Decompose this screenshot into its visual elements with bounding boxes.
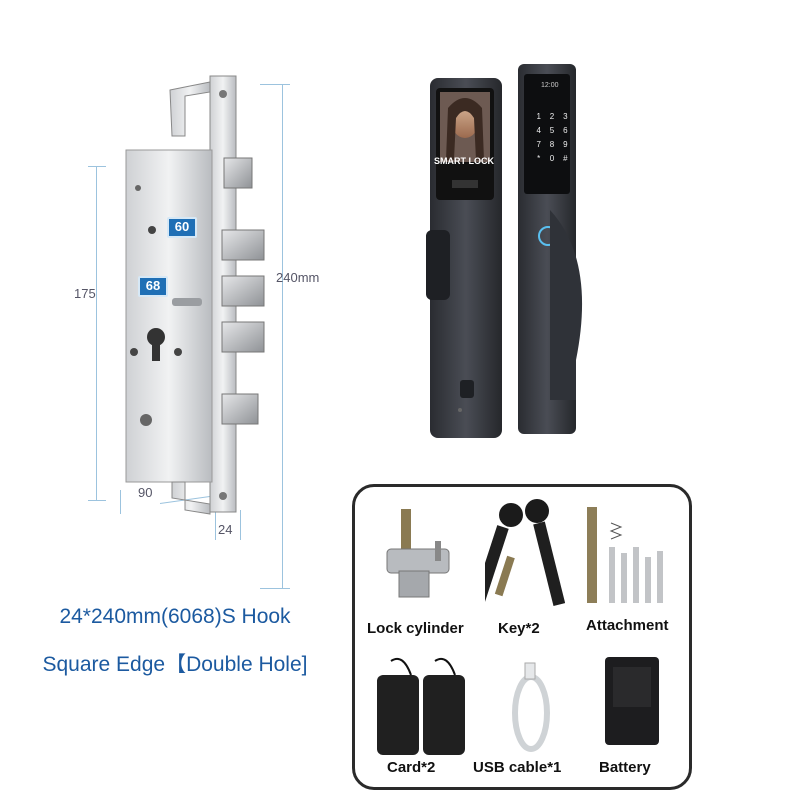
keypad-key: 3 [563, 112, 568, 121]
battery-icon [605, 657, 659, 745]
dimension-24-label: 24 [218, 522, 233, 537]
keypad-key: 8 [549, 140, 555, 149]
keypad-key: 2 [549, 112, 555, 121]
key-icon [485, 499, 565, 606]
caption-line-1: 24*240mm(6068)S Hook [59, 605, 291, 628]
accessory-label: Battery [599, 759, 651, 776]
keypad-key: 7 [536, 140, 541, 149]
accessory-label: Card*2 [387, 759, 436, 776]
caption-line-2: Square Edge【Double Hole] [42, 653, 308, 676]
keypad-key: 5 [549, 126, 555, 135]
keypad: 1 2 3 4 5 6 7 8 9 * 0 # [532, 112, 572, 163]
screws-icon [587, 507, 663, 603]
dimension-90-label: 90 [138, 485, 153, 500]
dimension-175-label: 175 [74, 286, 96, 301]
usb-cable-icon [512, 662, 550, 752]
accessories-panel: Lock cylinder Key*2 Attachment Card*2 US… [352, 484, 692, 790]
mortise-diagram: 175 240mm 90 24 [60, 70, 350, 589]
accessory-label: Lock cylinder [367, 620, 464, 637]
keypad-key: 4 [536, 126, 541, 135]
accessory-label: Attachment [586, 617, 669, 634]
mortise-lock-body [125, 75, 265, 515]
smart-lock-product [426, 64, 583, 438]
lock-cylinder-icon [386, 509, 450, 598]
dimension-60-badge: 60 [167, 217, 197, 238]
card-icon [377, 657, 465, 755]
keypad-key: 9 [563, 140, 568, 149]
keypad-key: 1 [536, 112, 541, 121]
lock-screen-label: SMART LOCK [434, 156, 494, 166]
accessory-label: Key*2 [498, 620, 540, 637]
dimension-240mm-label: 240mm [276, 270, 320, 285]
dimension-68-badge: 68 [138, 276, 168, 297]
accessory-label: USB cable*1 [473, 759, 562, 776]
keypad-key: 0 [549, 154, 555, 163]
keypad-key: * [537, 154, 541, 163]
keypad-key: # [563, 154, 568, 163]
keypad-time: 12:00 [541, 82, 559, 89]
keypad-key: 6 [563, 126, 568, 135]
